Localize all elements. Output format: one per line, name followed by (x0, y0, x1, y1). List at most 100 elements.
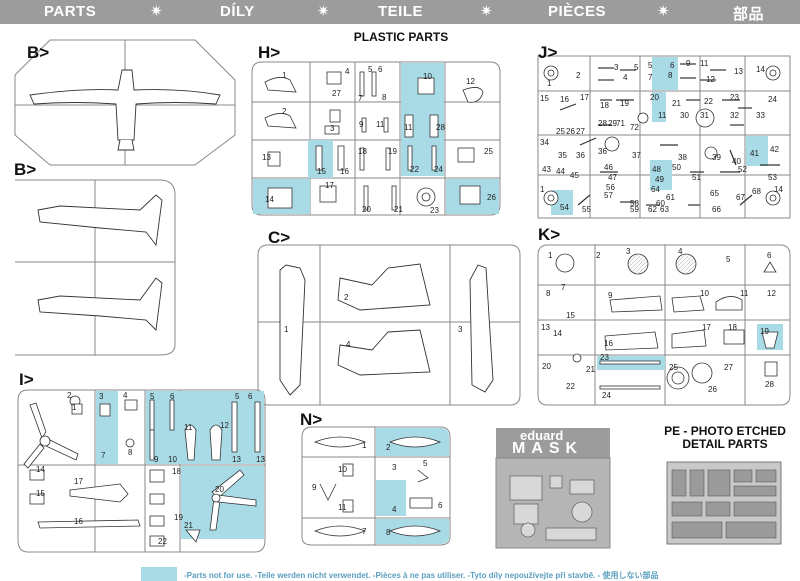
svg-text:1: 1 (548, 251, 553, 260)
pe-heading-line1: PE - PHOTO ETCHED (664, 424, 786, 438)
svg-text:2: 2 (386, 443, 391, 452)
section-label-h: H> (258, 43, 281, 62)
svg-text:8: 8 (386, 528, 391, 537)
section-label-j: J> (538, 43, 558, 62)
svg-text:22: 22 (410, 165, 419, 174)
sprue-n-parts (313, 436, 442, 537)
svg-text:17: 17 (702, 323, 711, 332)
separator-icon: ✷ (657, 3, 670, 20)
svg-text:17: 17 (74, 477, 83, 486)
svg-text:12: 12 (706, 75, 715, 84)
header-japanese: 部品 (733, 6, 765, 23)
svg-text:34: 34 (540, 138, 549, 147)
svg-text:20: 20 (215, 485, 224, 494)
svg-text:5: 5 (235, 392, 240, 401)
sprue-n (301, 426, 451, 546)
svg-text:39: 39 (712, 153, 721, 162)
svg-text:4: 4 (678, 247, 683, 256)
svg-text:10: 10 (700, 289, 709, 298)
svg-text:16: 16 (74, 517, 83, 526)
svg-text:4: 4 (346, 340, 351, 349)
separator-icon: ✷ (317, 3, 330, 20)
svg-text:10: 10 (338, 465, 347, 474)
svg-text:7: 7 (648, 73, 653, 82)
svg-text:62: 62 (648, 205, 657, 214)
svg-text:19: 19 (760, 327, 769, 336)
svg-text:52: 52 (738, 165, 747, 174)
svg-text:14: 14 (774, 185, 783, 194)
svg-text:63: 63 (660, 205, 669, 214)
svg-text:6: 6 (170, 392, 175, 401)
svg-text:10: 10 (168, 455, 177, 464)
svg-text:9: 9 (154, 455, 159, 464)
svg-text:71: 71 (616, 119, 625, 128)
svg-text:6: 6 (438, 501, 443, 510)
svg-text:25: 25 (484, 147, 493, 156)
svg-text:18: 18 (728, 323, 737, 332)
sprue-j-parts (543, 65, 781, 206)
svg-text:3: 3 (626, 247, 631, 256)
section-label-c: C> (268, 228, 291, 247)
svg-text:29: 29 (608, 119, 617, 128)
svg-text:19: 19 (388, 147, 397, 156)
svg-text:27: 27 (332, 89, 341, 98)
svg-text:47: 47 (608, 173, 617, 182)
svg-text:12: 12 (767, 289, 776, 298)
svg-text:65: 65 (710, 189, 719, 198)
svg-text:3: 3 (330, 124, 335, 133)
svg-text:2: 2 (67, 391, 72, 400)
svg-text:1: 1 (362, 441, 367, 450)
svg-text:1: 1 (540, 185, 545, 194)
svg-text:43: 43 (542, 165, 551, 174)
svg-text:1: 1 (72, 403, 77, 412)
svg-text:9: 9 (312, 483, 317, 492)
svg-text:6: 6 (767, 251, 772, 260)
svg-text:22: 22 (566, 382, 575, 391)
header-teile: TEILE (378, 3, 424, 20)
svg-text:45: 45 (570, 171, 579, 180)
svg-text:14: 14 (756, 65, 765, 74)
pe-heading-line2: DETAIL PARTS (682, 437, 768, 451)
svg-text:13: 13 (256, 455, 265, 464)
svg-text:15: 15 (36, 489, 45, 498)
svg-text:22: 22 (704, 97, 713, 106)
svg-text:23: 23 (730, 93, 739, 102)
sprue-k (537, 244, 791, 406)
svg-text:6: 6 (378, 65, 383, 74)
svg-text:14: 14 (553, 329, 562, 338)
svg-text:37: 37 (632, 151, 641, 160)
svg-text:3: 3 (458, 325, 463, 334)
svg-text:26: 26 (566, 127, 575, 136)
svg-text:13: 13 (541, 323, 550, 332)
svg-text:8: 8 (546, 289, 551, 298)
svg-text:54: 54 (560, 203, 569, 212)
svg-text:51: 51 (692, 173, 701, 182)
svg-text:5: 5 (634, 63, 639, 72)
svg-text:49: 49 (655, 175, 664, 184)
svg-text:36: 36 (598, 147, 607, 156)
svg-text:72: 72 (630, 123, 639, 132)
svg-text:66: 66 (712, 205, 721, 214)
section-label-b: B> (27, 43, 50, 62)
svg-text:13: 13 (734, 67, 743, 76)
svg-text:40: 40 (732, 157, 741, 166)
svg-text:7: 7 (101, 451, 106, 460)
svg-text:38: 38 (678, 153, 687, 162)
svg-text:4: 4 (392, 505, 397, 514)
svg-text:11: 11 (700, 59, 709, 68)
unused-parts-swatch (141, 567, 177, 581)
svg-text:24: 24 (434, 165, 443, 174)
fuselage-half-part (37, 194, 163, 331)
mask-word: MASK (512, 440, 584, 457)
svg-text:18: 18 (600, 101, 609, 110)
svg-text:12: 12 (220, 421, 229, 430)
svg-text:60: 60 (656, 199, 665, 208)
svg-text:35: 35 (558, 151, 567, 160)
svg-text:13: 13 (262, 153, 271, 162)
svg-text:67: 67 (736, 193, 745, 202)
svg-text:27: 27 (576, 127, 585, 136)
svg-text:7: 7 (362, 527, 367, 536)
svg-text:3: 3 (392, 463, 397, 472)
